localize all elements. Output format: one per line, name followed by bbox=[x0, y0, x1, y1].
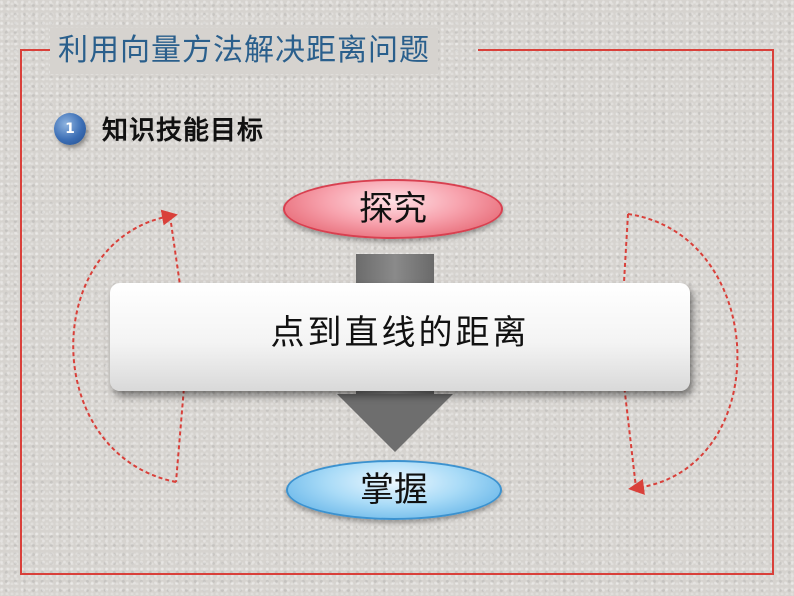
frame-right bbox=[772, 49, 774, 575]
frame-bottom bbox=[20, 573, 774, 575]
section-heading: 知识技能目标 bbox=[102, 116, 265, 146]
left-arc-arrow bbox=[72, 209, 178, 483]
section-number-badge: 1 bbox=[54, 113, 86, 145]
down-arrow-head bbox=[337, 394, 453, 452]
master-pill: 掌握 bbox=[286, 460, 502, 520]
topic-box: 点到直线的距离 bbox=[110, 283, 690, 391]
explore-pill: 探究 bbox=[283, 179, 503, 239]
frame-top-right bbox=[478, 49, 774, 51]
left-arc-chord bbox=[169, 215, 190, 483]
page-title: 利用向量方法解决距离问题 bbox=[50, 28, 438, 74]
frame-left bbox=[20, 49, 22, 575]
frame-top-left bbox=[20, 49, 52, 51]
right-arc-arrow bbox=[627, 213, 739, 495]
